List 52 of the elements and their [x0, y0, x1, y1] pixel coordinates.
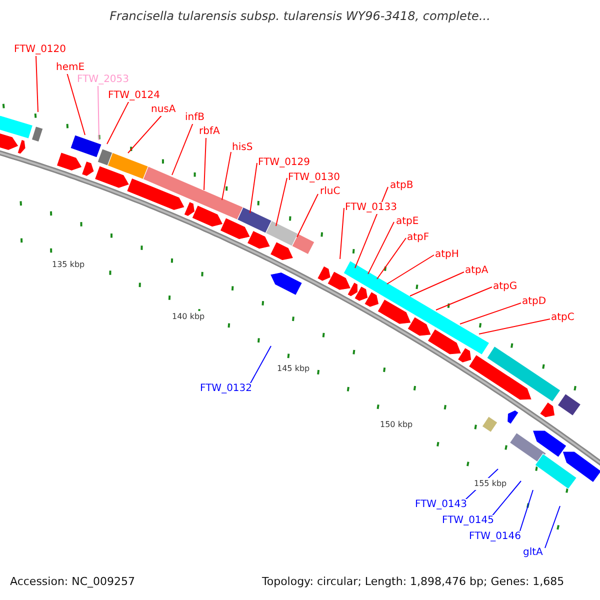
- footer-text: Topology: circular; Length: 1,898,476 bp; Genes: 1,685: [262, 576, 564, 588]
- gene-label: atpF: [407, 232, 430, 244]
- leader-line: [386, 254, 434, 284]
- leader-line: [36, 56, 38, 112]
- leader-line: [222, 152, 232, 200]
- leader-line: [172, 122, 194, 176]
- leader-line: [204, 138, 206, 190]
- leader-line: [376, 238, 406, 280]
- gene-label: FTW_2053: [77, 74, 130, 86]
- leader-line: [276, 178, 288, 226]
- leader-line: [250, 162, 258, 214]
- gene-label: FTW_0145: [442, 515, 494, 527]
- scale-label: 155 kbp: [474, 478, 507, 490]
- gene-label: FTW_0143: [415, 499, 468, 511]
- leader-line: [368, 222, 394, 274]
- scale-label: 140 kbp: [172, 311, 205, 323]
- gene-label: FTW_0132: [200, 383, 252, 395]
- gene-label: FTW_0124: [108, 90, 160, 102]
- gene-label: atpH: [435, 249, 459, 261]
- leader-line: [544, 506, 560, 548]
- gene-label: FTW_0130: [288, 172, 340, 184]
- leader-line: [354, 186, 388, 268]
- gene-label: FTW_0133: [345, 202, 398, 214]
- leader-line: [478, 318, 550, 334]
- gene-label: atpB: [390, 180, 414, 192]
- gene-label: atpE: [396, 216, 419, 228]
- leader-line: [106, 100, 130, 144]
- leader-line: [492, 480, 522, 516]
- leader-line: [410, 272, 464, 296]
- scale-label: 150 kbp: [380, 419, 413, 431]
- leader-line: [436, 286, 492, 310]
- gene-label: FTW_0146: [469, 531, 522, 543]
- footer-text: Accession: NC_009257: [10, 576, 136, 588]
- leader-line: [340, 208, 344, 260]
- gene-label: nusA: [151, 104, 176, 116]
- leader-line: [66, 72, 86, 136]
- gene-label: atpC: [551, 312, 574, 324]
- gene-label: atpD: [522, 296, 546, 308]
- leader-line: [460, 302, 522, 324]
- leader-line: [250, 346, 272, 384]
- gene-label: hemE: [56, 62, 85, 74]
- gene-label: gltA: [523, 547, 543, 559]
- scale-label: 145 kbp: [277, 363, 310, 375]
- leader-line: [128, 114, 162, 154]
- gene-label: atpG: [493, 281, 518, 293]
- gene-label: FTW_0120: [14, 44, 66, 56]
- leader-line: [296, 194, 318, 238]
- gene-label: atpA: [465, 265, 488, 277]
- gene-label: infB: [185, 112, 204, 124]
- leader-line: [98, 86, 100, 140]
- gene-label: FTW_0129: [258, 157, 310, 169]
- scale-label: 135 kbp: [52, 259, 85, 271]
